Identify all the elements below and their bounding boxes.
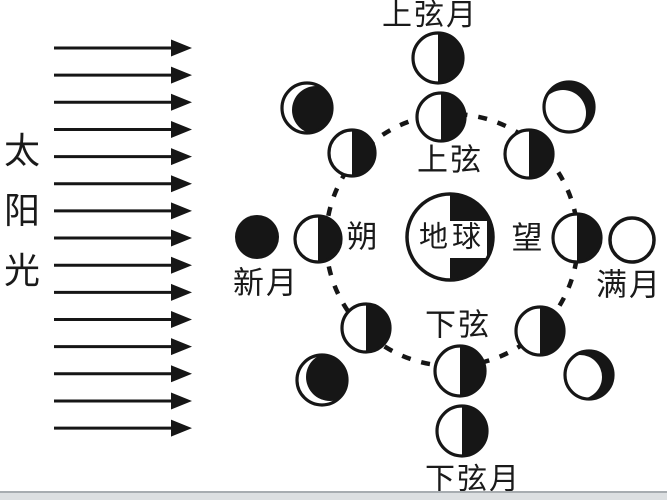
moon-dark-half — [438, 33, 463, 83]
sunlight-arrow — [54, 120, 192, 138]
moon-outline — [433, 344, 487, 398]
sunlight-arrow — [54, 39, 192, 57]
moon-orbit-top — [415, 91, 467, 143]
moon-waxing-gibbous-outer — [542, 80, 596, 134]
earth — [405, 192, 495, 282]
moon-orbit-bottom — [433, 344, 487, 398]
new-moon-point-label: 朔 — [346, 219, 380, 255]
arrow-head — [171, 392, 192, 410]
sunlight-arrow — [54, 148, 192, 166]
moon-dark-half — [441, 93, 465, 141]
sunlight-arrow — [54, 338, 192, 356]
arrow-head — [171, 93, 192, 111]
moon-outline — [295, 353, 349, 407]
moon-outline — [280, 81, 334, 135]
moon-orbit-left — [293, 214, 343, 264]
sunlight-arrow — [54, 93, 192, 111]
moon-orbit-upper-left — [327, 128, 377, 178]
window-bottom-edge — [0, 491, 667, 500]
moon-dark-half — [352, 130, 375, 176]
sunlight-char-1: 太 — [3, 131, 40, 171]
sunlight-arrow — [54, 66, 192, 84]
moon-orbit-lower-right — [514, 305, 566, 357]
moon-dark-disc — [235, 215, 279, 259]
moon-outline — [415, 91, 467, 143]
arrow-head — [171, 175, 192, 193]
moon-outline — [542, 80, 596, 134]
sunlight-arrow — [54, 175, 192, 193]
full-moon-point-label: 望 — [511, 220, 545, 256]
sunlight-arrow — [54, 229, 192, 247]
sunlight-arrow — [54, 256, 192, 274]
moon-waxing-crescent-outer — [280, 81, 334, 135]
moon-dark-half — [318, 216, 341, 262]
arrow-head — [171, 256, 192, 274]
first-quarter-label: 上弦 — [417, 142, 483, 178]
arrow-head — [171, 419, 192, 437]
earth-outline — [405, 192, 495, 282]
last-quarter-moon-label: 下弦月 — [425, 463, 521, 496]
sunlight-arrow — [54, 283, 192, 301]
moon-orbit-right — [551, 212, 603, 264]
moon-outline — [327, 128, 377, 178]
arrow-head — [171, 229, 192, 247]
moon-new-moon-outer — [235, 215, 279, 259]
moon-dark-half — [529, 130, 553, 178]
last-quarter-label: 下弦 — [425, 307, 491, 343]
moon-outline — [411, 31, 465, 85]
sunlight-char-3: 光 — [3, 251, 40, 291]
earth-label-box — [443, 221, 487, 258]
moon-first-quarter-moon-outer — [411, 31, 465, 85]
moon-waning-crescent-outer — [295, 353, 349, 407]
full-moon-label: 满月 — [596, 267, 662, 303]
sunlight-arrow — [54, 311, 192, 328]
sunlight-label: 太 阳 光 — [2, 133, 42, 289]
moon-dark-half — [366, 304, 390, 352]
arrow-head — [171, 338, 192, 356]
sunlight-arrow — [54, 392, 192, 410]
moon-outline — [435, 404, 489, 458]
moon-dark-half — [540, 307, 564, 355]
moon-outline — [503, 128, 555, 180]
arrow-head — [171, 66, 192, 84]
moon-dark-half — [462, 406, 487, 456]
moon-last-quarter-moon-outer — [435, 404, 489, 458]
new-moon-label: 新月 — [233, 265, 299, 301]
moon-outline — [293, 214, 343, 264]
moon-outline — [340, 302, 392, 354]
first-quarter-moon-label: 上弦月 — [382, 0, 478, 32]
sunlight-arrow — [54, 365, 192, 383]
arrow-head — [171, 148, 192, 166]
arrow-head — [171, 283, 192, 301]
sunlight-char-2: 阳 — [3, 191, 40, 231]
sunlight-arrow — [54, 419, 192, 437]
arrow-head — [171, 311, 192, 328]
moon-outline — [563, 349, 615, 401]
moon-outline — [551, 212, 603, 264]
moon-dark-half — [577, 214, 601, 262]
arrow-head — [171, 39, 192, 57]
moon-waning-gibbous-outer — [563, 349, 615, 401]
earth-label: 地球 — [418, 221, 486, 254]
moon-dark-half — [460, 346, 485, 396]
moon-orbit-upper-right — [503, 128, 555, 180]
moon-orbit-lower-left — [340, 302, 392, 354]
moon-full-moon-outer — [608, 216, 656, 264]
arrow-head — [171, 365, 192, 383]
sunlight-arrow — [54, 202, 192, 220]
moon-outline — [514, 305, 566, 357]
moon-bright-disc — [608, 216, 656, 264]
arrow-head — [171, 120, 192, 138]
arrow-head — [171, 202, 192, 220]
